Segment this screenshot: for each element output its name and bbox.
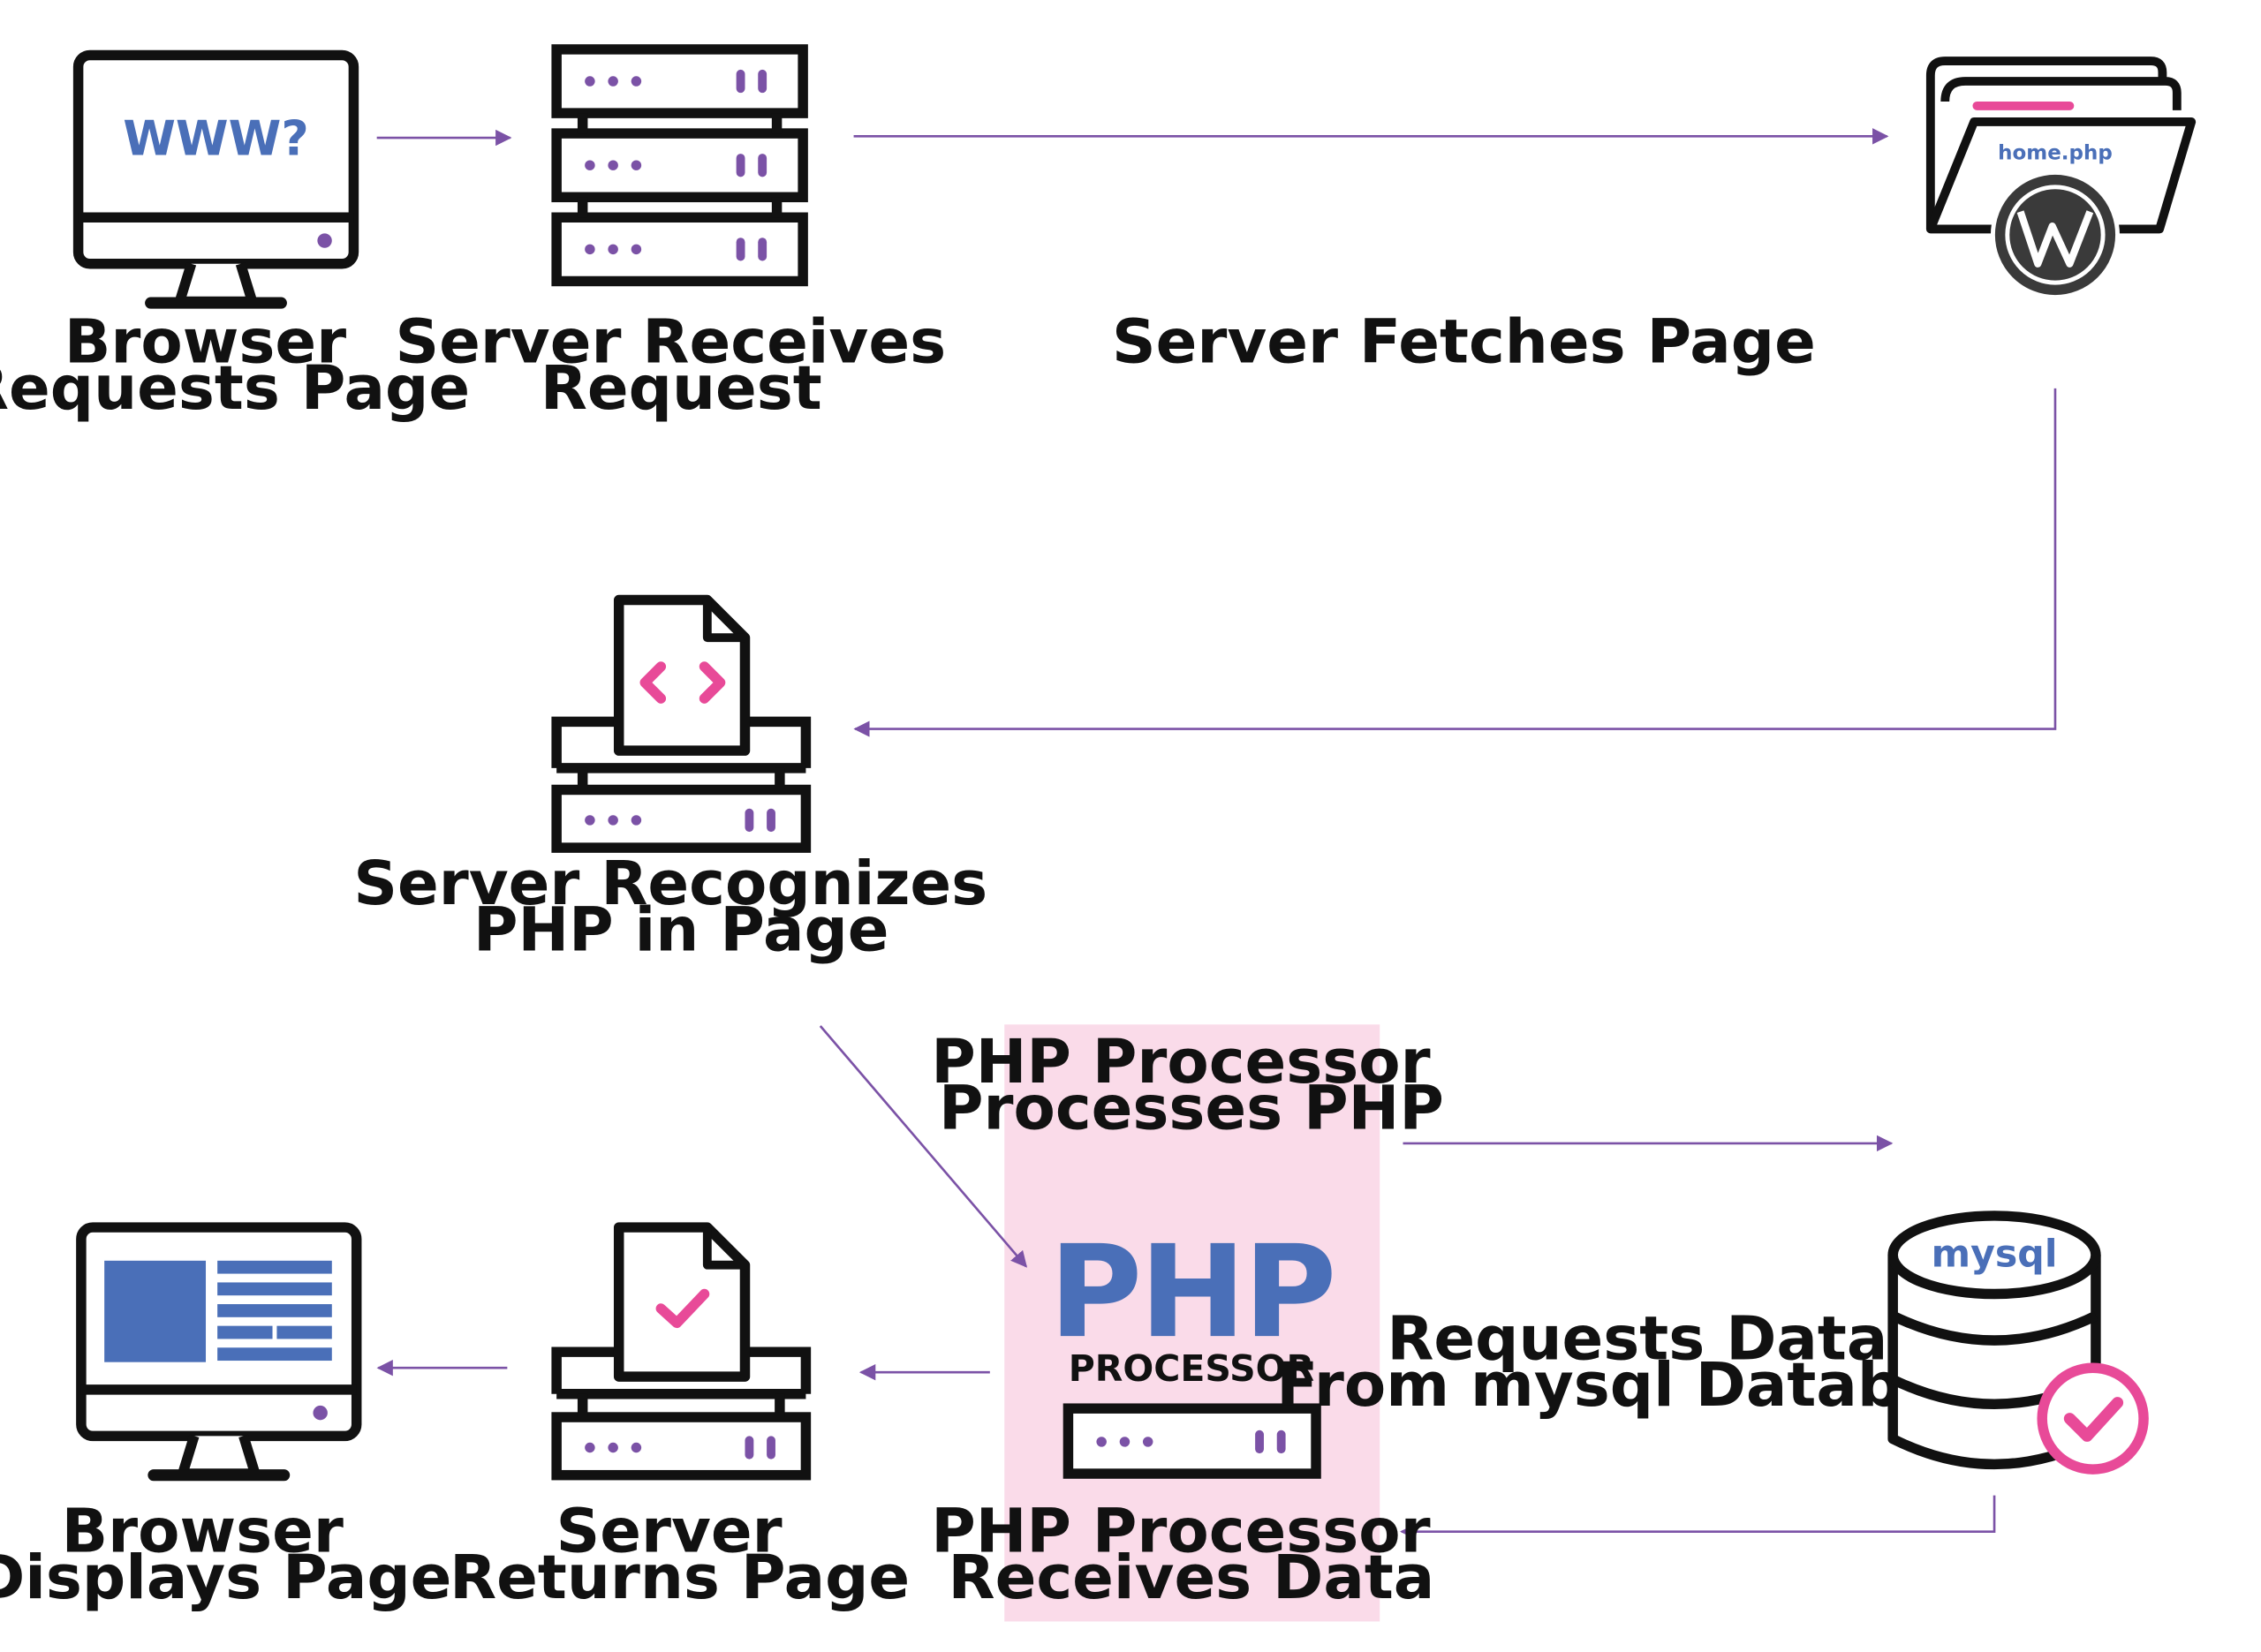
label-server-returns: Server Returns Page — [450, 1497, 910, 1614]
monitor-icon: WWW? — [72, 49, 359, 309]
wordpress-logo — [1990, 170, 2120, 299]
monitor-webpage-icon — [76, 1222, 362, 1482]
label-php-receives: PHP Processor Receives Data — [931, 1497, 1451, 1614]
server-stack-icon — [551, 44, 808, 287]
arrow-database-to-php — [1400, 1495, 1996, 1540]
monitor-url-text: WWW? — [123, 111, 309, 167]
database-name: mysql — [1932, 1232, 2058, 1276]
label-browser-requests: Browser Requests Page — [0, 306, 470, 424]
php-processor-logo: PHP PROCESSOR — [1049, 1218, 1337, 1479]
php-processor-panel — [1004, 1024, 1380, 1622]
label-server-fetches: Server Fetches Page — [1112, 306, 1816, 377]
label-browser-displays: Browser Displays Page — [0, 1497, 451, 1614]
check-document-icon — [551, 1222, 812, 1481]
php-logo-text: PHP — [1049, 1218, 1335, 1367]
check-circle-icon — [2037, 1362, 2149, 1475]
label-server-recognizes: Server Recognizes PHP in Page — [353, 849, 1009, 966]
label-php-processes: PHP Processor Processes PHP — [931, 1027, 1451, 1144]
code-document-icon — [551, 594, 812, 853]
flow-arrows — [376, 128, 2057, 1540]
folder-filename: home.php — [1998, 142, 2113, 165]
label-server-receives: Server Receives Request — [395, 306, 967, 424]
processor-logo-text: PROCESSOR — [1069, 1347, 1314, 1390]
arrow-file-to-recognizer — [853, 388, 2057, 737]
arrow-recognizer-to-php — [819, 1025, 1028, 1268]
